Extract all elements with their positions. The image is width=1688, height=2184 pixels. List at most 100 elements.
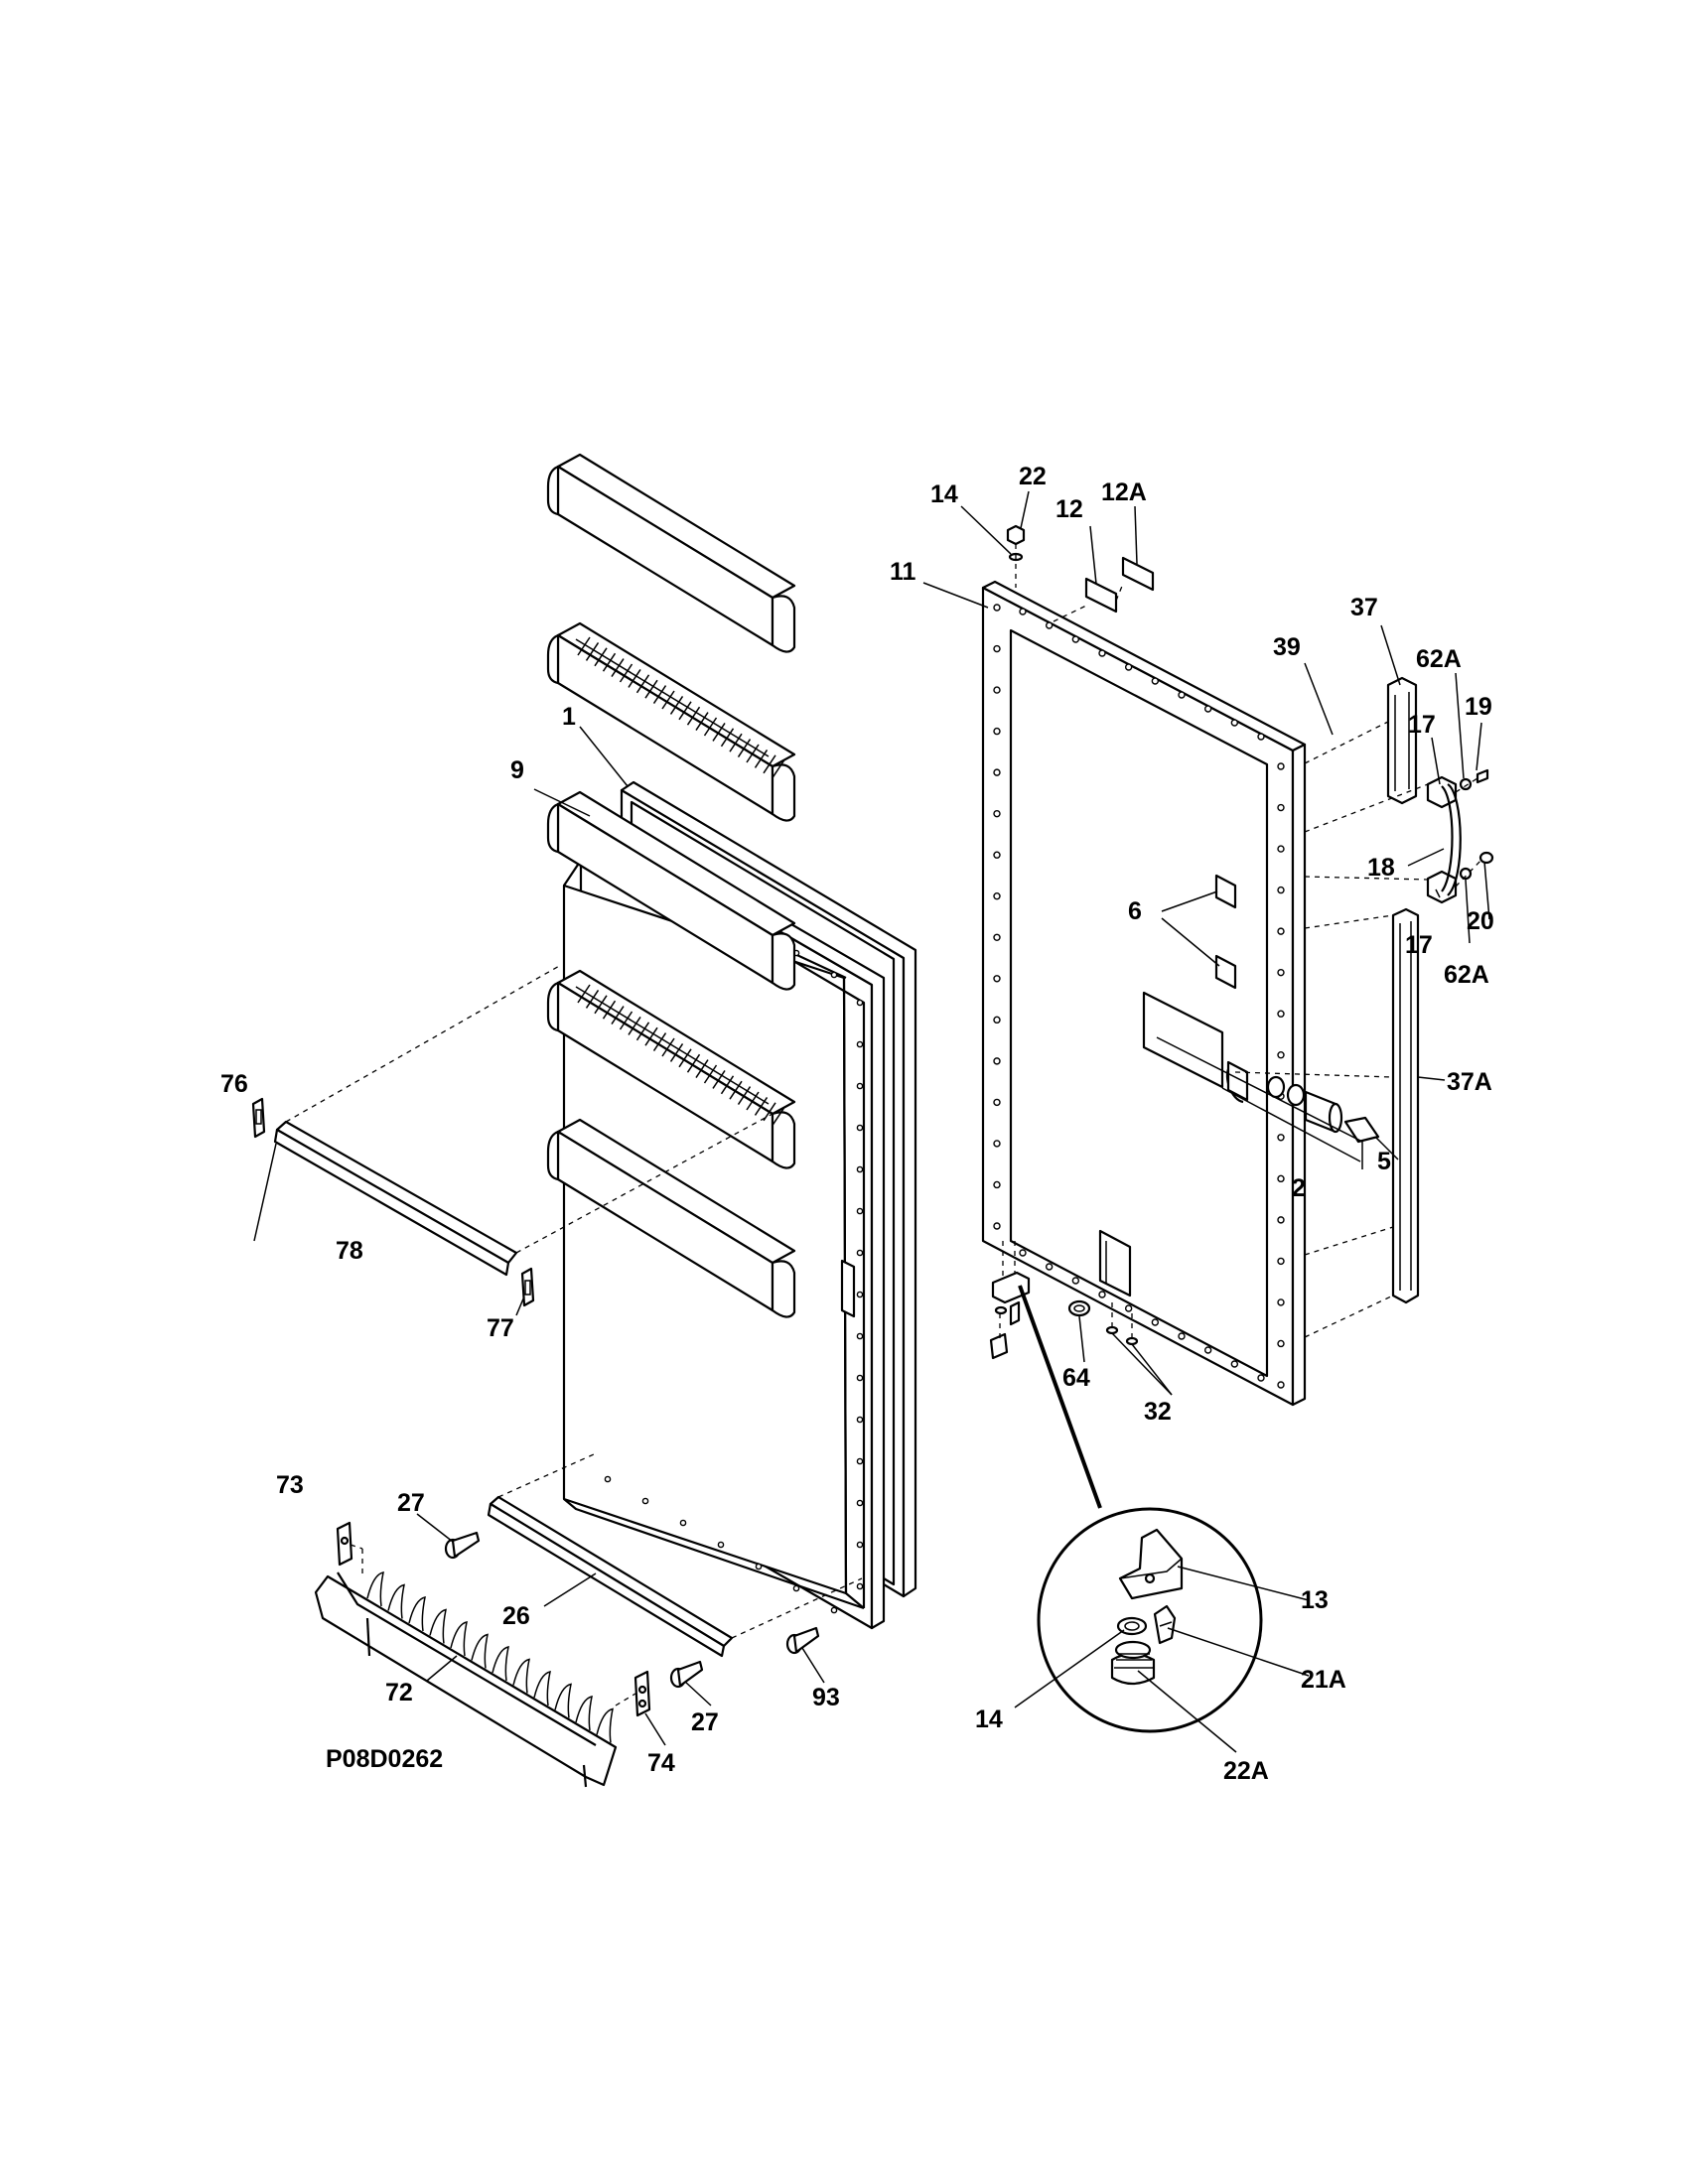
panel-screw-hole <box>993 1140 1001 1148</box>
panel-screw-hole <box>1277 1257 1285 1266</box>
panel-screw-hole <box>993 768 1001 776</box>
callout-62A-bottom: 62A <box>1444 961 1489 989</box>
door-shelf <box>546 621 796 822</box>
panel-screw-hole <box>993 933 1001 941</box>
liner-hole <box>856 1040 864 1048</box>
liner-hole <box>792 1584 800 1592</box>
callout-17-top: 17 <box>1408 711 1436 739</box>
door-shelf <box>546 969 796 1169</box>
callout-17-bottom: 17 <box>1405 931 1433 959</box>
panel-screw-hole <box>1277 1381 1285 1389</box>
latch-assembly <box>1142 874 1380 1169</box>
liner-hole <box>856 1582 864 1590</box>
callout-21A: 21A <box>1301 1666 1346 1694</box>
callout-labels: 22 14 12 12A 11 37 39 62A 19 17 18 20 17… <box>220 463 1494 1785</box>
callout-78: 78 <box>336 1237 363 1265</box>
drawing-reference-code: P08D0262 <box>326 1745 443 1773</box>
liner-hole <box>856 1374 864 1382</box>
liner-hole <box>755 1563 763 1570</box>
door-shelf <box>546 453 796 653</box>
top-hinge-screw <box>1006 524 1026 588</box>
shelf-screw-left <box>444 1531 481 1560</box>
callout-77: 77 <box>487 1314 514 1342</box>
liner-hole <box>856 1291 864 1298</box>
panel-screw-hole <box>1151 677 1160 685</box>
panel-screw-hole <box>1045 1263 1054 1271</box>
panel-screw-hole <box>1019 608 1027 615</box>
panel-screw-hole <box>1277 1216 1285 1224</box>
panel-screw-hole <box>1203 1346 1212 1354</box>
panel-screw-hole <box>1277 1134 1285 1142</box>
liner-hole <box>856 1541 864 1549</box>
panel-screw-hole <box>1277 1339 1285 1348</box>
panel-screw-hole <box>1277 803 1285 812</box>
liner-hole <box>856 1332 864 1340</box>
liner-hole <box>830 971 838 979</box>
panel-screw-hole <box>1098 1291 1106 1298</box>
callout-26: 26 <box>502 1602 530 1630</box>
liner-hole <box>856 1457 864 1465</box>
basket-clip-right <box>615 1670 651 1717</box>
liner-hole <box>856 1249 864 1257</box>
callout-2: 2 <box>1292 1174 1306 1202</box>
panel-screw-hole <box>1019 1249 1027 1257</box>
bottom-hinge-small <box>989 1241 1031 1360</box>
door-shelf <box>546 790 796 991</box>
callout-64: 64 <box>1062 1364 1090 1392</box>
panel-screw-hole <box>993 975 1001 983</box>
panel-screw-hole <box>1071 635 1080 643</box>
liner-hole <box>679 1519 687 1527</box>
panel-screw-hole <box>1277 845 1285 853</box>
bar-end-cap-left <box>251 1097 266 1139</box>
callout-leaders <box>253 490 1490 1753</box>
shelf-screw-right <box>669 1660 704 1689</box>
bottom-washers <box>1067 1299 1139 1346</box>
panel-screw-hole <box>1277 1010 1285 1018</box>
panel-screw-hole <box>1257 733 1265 741</box>
panel-screw-hole <box>993 851 1001 859</box>
liner-hole <box>856 1165 864 1173</box>
callout-39: 39 <box>1273 633 1301 661</box>
panel-screw-hole <box>1203 705 1212 713</box>
panel-screw-hole <box>993 727 1001 736</box>
panel-screw-hole <box>1230 719 1239 727</box>
callout-20: 20 <box>1467 907 1494 935</box>
panel-screw-hole <box>1257 1374 1265 1382</box>
panel-screw-hole <box>993 604 1001 612</box>
panel-screw-hole <box>993 686 1001 694</box>
callout-14-top: 14 <box>930 480 958 508</box>
panel-screw-hole <box>993 1222 1001 1230</box>
callout-5: 5 <box>1377 1148 1391 1175</box>
label-stickers <box>1053 556 1155 622</box>
liner-hole <box>830 1606 838 1614</box>
panel-screw-hole <box>1277 927 1285 935</box>
basket-clip-left <box>336 1521 363 1578</box>
trim-strip-lower <box>1391 907 1420 1304</box>
panel-screw-hole <box>1178 1332 1186 1340</box>
door-handle-assembly <box>1426 768 1494 904</box>
panel-screw-hole <box>1124 663 1133 671</box>
liner-hole <box>604 1475 612 1483</box>
callout-14-detail: 14 <box>975 1706 1003 1733</box>
callout-1: 1 <box>562 703 576 731</box>
panel-screw-hole <box>1178 691 1186 699</box>
panel-screw-hole <box>1277 968 1285 977</box>
panel-screw-hole <box>993 1057 1001 1065</box>
liner-hole <box>856 1499 864 1507</box>
callout-27-left: 27 <box>397 1489 425 1517</box>
panel-screw-hole <box>993 892 1001 900</box>
panel-screw-hole <box>1151 1318 1160 1326</box>
callout-12A: 12A <box>1101 478 1147 506</box>
liner-hole <box>717 1541 725 1549</box>
callout-73: 73 <box>276 1471 304 1499</box>
panel-screw-hole <box>1045 621 1054 629</box>
panel-screw-hole <box>1277 1051 1285 1059</box>
panel-screw-hole <box>993 809 1001 818</box>
panel-screw-hole <box>1277 1174 1285 1183</box>
assembly-guide-lines <box>1234 721 1482 1338</box>
liner-hole <box>856 1416 864 1424</box>
door-shelves <box>546 453 796 1318</box>
liner-screw <box>785 1626 820 1655</box>
